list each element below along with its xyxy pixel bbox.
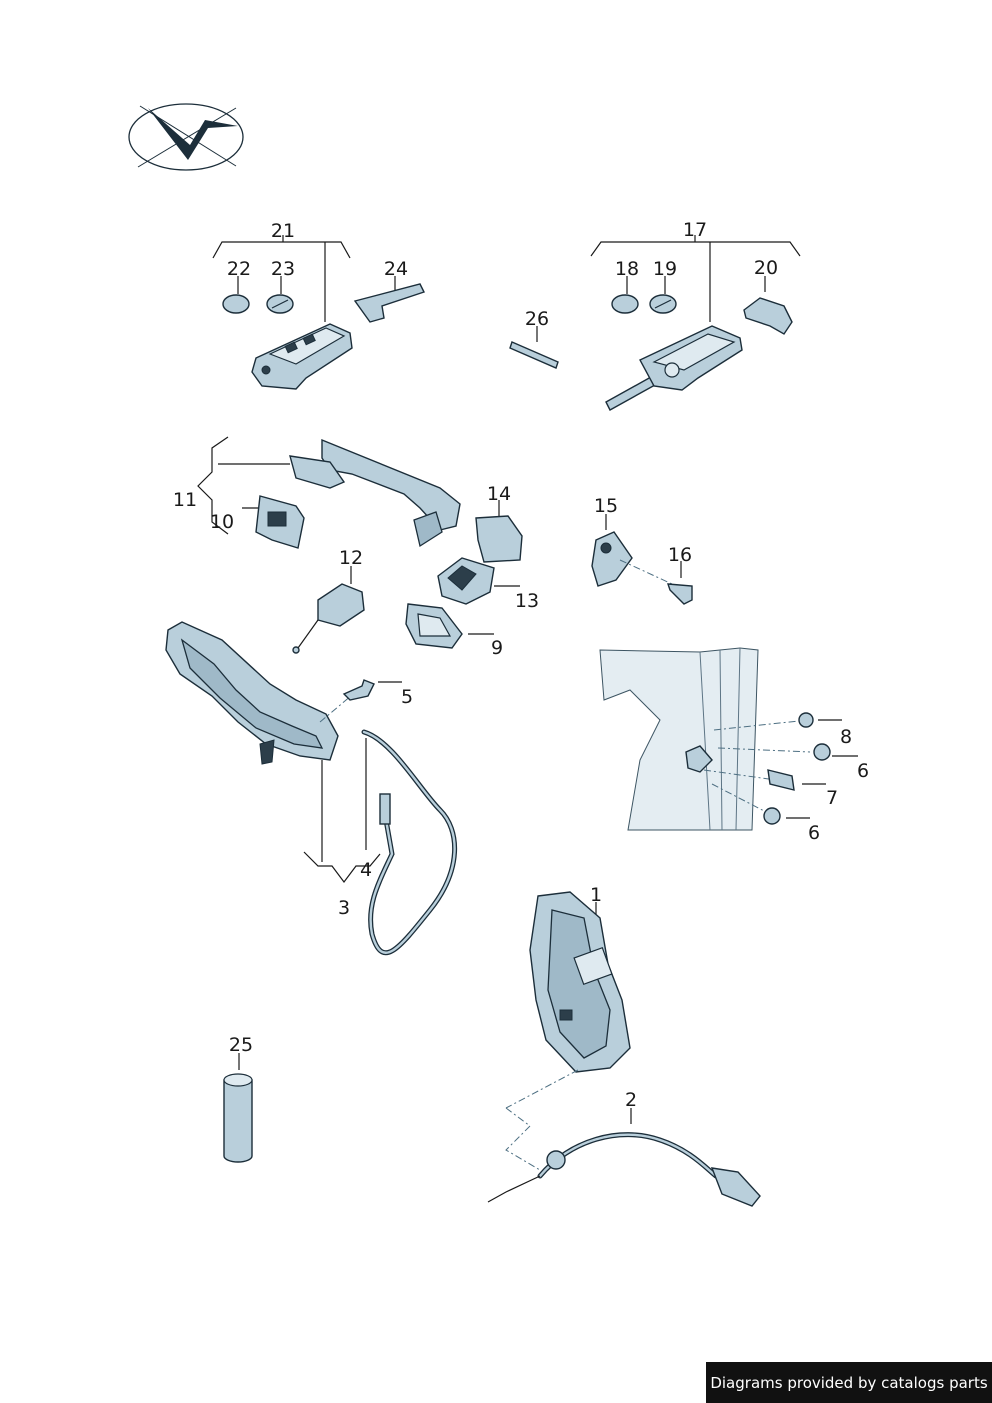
callout-20: 20 [754,257,778,279]
smart-key-group [212,235,425,390]
bowden-cable [361,729,458,956]
cover-cap [475,500,523,563]
door-pillar [599,647,858,831]
callout-3: 3 [338,897,350,919]
catalog-logo [128,103,244,171]
callout-18: 18 [615,258,639,280]
callout-19: 19 [653,258,677,280]
callout-6a: 6 [857,760,869,782]
handle-bracket [165,621,381,883]
flap-hinge [591,514,693,605]
callout-7: 7 [826,787,838,809]
callout-16: 16 [668,544,692,566]
lock-cylinder [292,566,365,654]
callout-15: 15 [594,495,618,517]
callout-17: 17 [683,219,707,241]
callout-24: 24 [384,258,408,280]
attribution-footer: Diagrams provided by catalogs parts [706,1362,992,1403]
callout-11: 11 [173,489,197,511]
handle-trim [405,603,494,649]
release-cable [487,1108,761,1207]
callout-25: 25 [229,1034,253,1056]
callout-13: 13 [515,590,539,612]
callout-14: 14 [487,483,511,505]
callout-6b: 6 [808,822,820,844]
callout-5: 5 [401,686,413,708]
cylinder-housing [437,557,520,605]
callout-21: 21 [271,220,295,242]
callout-9: 9 [491,637,503,659]
flip-key-group [590,235,801,411]
door-lock [505,891,631,1171]
callout-1: 1 [590,884,602,906]
callout-26: 26 [525,308,549,330]
callout-2: 2 [625,1089,637,1111]
callout-4: 4 [360,859,372,881]
callout-12: 12 [339,547,363,569]
pin [509,326,559,369]
callout-23: 23 [271,258,295,280]
door-handle-group [197,436,461,549]
screw [342,679,402,701]
callout-10: 10 [210,511,234,533]
callout-8: 8 [840,726,852,748]
callout-22: 22 [227,258,251,280]
grease-tube [223,1053,253,1163]
